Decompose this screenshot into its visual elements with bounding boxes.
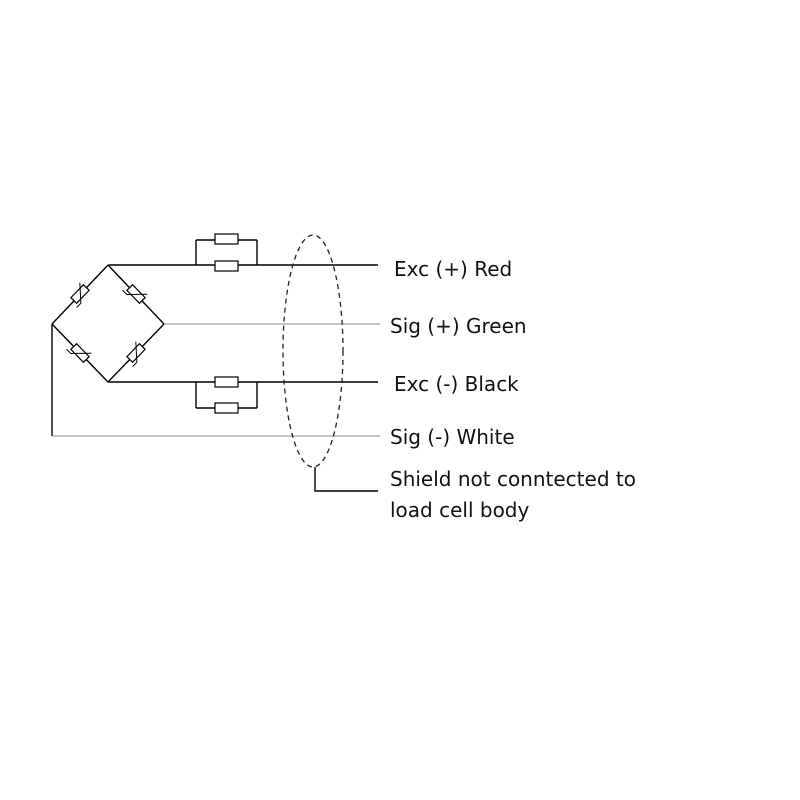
label-shield-line1: Shield not conntected to	[390, 467, 636, 491]
strain-gauge-bottom-left	[66, 342, 92, 364]
exc-positive-wire	[108, 233, 378, 272]
strain-gauge-top-right	[122, 283, 148, 305]
strain-gauge-bottom-right	[126, 341, 146, 367]
compensation-resistor-top-2	[214, 260, 239, 272]
label-sig-positive: Sig (+) Green	[390, 314, 527, 338]
compensation-resistor-bottom-1	[214, 376, 239, 388]
sig-negative-wire	[51, 324, 380, 437]
compensation-resistor-top-1	[214, 233, 239, 245]
label-exc-negative: Exc (-) Black	[394, 372, 519, 396]
label-sig-negative: Sig (-) White	[390, 425, 515, 449]
label-exc-positive: Exc (+) Red	[394, 257, 512, 281]
shield-drain-wire	[314, 467, 378, 492]
label-shield-line2: load cell body	[390, 498, 530, 522]
exc-negative-wire	[108, 376, 378, 414]
strain-gauge-top-left	[70, 282, 90, 308]
wheatstone-bridge	[51, 264, 165, 383]
shield-ellipse	[282, 234, 344, 468]
cable-shield	[282, 234, 378, 492]
compensation-resistor-bottom-2	[214, 402, 239, 414]
